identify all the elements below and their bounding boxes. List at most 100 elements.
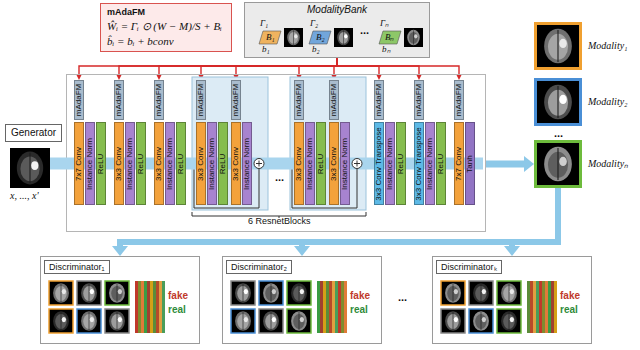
brain-midline (243, 312, 244, 330)
relu-layer: ReLU (396, 122, 406, 205)
bank-entry: ΓₙBₙbₙ (379, 19, 425, 57)
add-symbol (352, 159, 362, 169)
madafm-tab: mAdaFM (454, 80, 464, 120)
layer-name: Instance Norm (341, 137, 349, 189)
image-frame (259, 281, 283, 305)
sample-image (105, 281, 129, 305)
modality-label: Modality₁ (588, 40, 628, 52)
norm-layer: Instance Norm (340, 122, 350, 205)
relu-layer: ReLU (136, 122, 146, 205)
image-ground (537, 143, 579, 185)
score-stripe (527, 281, 530, 333)
brain-midline (89, 284, 90, 302)
image-ground (469, 309, 493, 333)
image-ground (537, 81, 579, 123)
score-stripe (156, 281, 159, 333)
image-ground (284, 28, 303, 47)
add-symbol (256, 161, 262, 167)
conv-layer: 7x7 Conv (454, 122, 464, 205)
image-frame (469, 281, 493, 305)
brain-outline (109, 283, 125, 303)
modulation-arrow (79, 58, 337, 74)
layer-name: Instance Norm (306, 137, 314, 189)
generator-label: Generator (5, 124, 62, 142)
image-frame (441, 281, 465, 305)
score-stripe (545, 281, 548, 333)
modality-label: Modalityₙ (588, 158, 628, 170)
modality-image: Modality₁ (534, 22, 582, 70)
brain-midline (30, 153, 31, 183)
modality-image: Modality₂ (534, 78, 582, 126)
image-frame (231, 309, 255, 333)
brain-outline (291, 311, 307, 331)
conv-layer: 3x3 Conv (294, 122, 304, 205)
madafm-tab: mAdaFM (329, 80, 339, 120)
lesion (62, 317, 66, 322)
sample-image (77, 309, 101, 333)
layer-name: mAdaFM (232, 84, 240, 116)
sample-image (231, 281, 255, 305)
brain-outline (473, 283, 489, 303)
layer-name: 3x3 Conv (115, 147, 123, 181)
layer-name: Instance Norm (243, 137, 251, 189)
conv-transpose-layer: 3x3 Conv Transpose (414, 122, 424, 205)
image-ground (469, 281, 493, 305)
brain-outline (235, 283, 251, 303)
layer-name: mAdaFM (415, 84, 423, 116)
layer-name: 3x3 Conv (330, 147, 338, 181)
image-frame (231, 281, 255, 305)
real-label: real (350, 304, 368, 316)
ellipsis: ... (275, 172, 284, 183)
lesion (510, 317, 514, 322)
score-stripe (320, 281, 323, 333)
generator-panel: mAdaFM7x7 ConvInstance NormReLUmAdaFM3x3… (66, 74, 486, 232)
add-symbol (354, 161, 360, 167)
score-stripe (329, 281, 332, 333)
conv-layer: 3x3 Conv (231, 122, 241, 205)
sample-image (259, 309, 283, 333)
brain-outline (501, 311, 517, 331)
lesion (272, 289, 276, 294)
modulation-arrow (337, 58, 459, 74)
image-ground (105, 309, 129, 333)
brain-image (537, 143, 579, 185)
norm-layer: Instance Norm (425, 122, 435, 205)
tanh-layer: Tanh (465, 122, 475, 205)
image-frame (49, 309, 73, 333)
lesion (300, 289, 304, 294)
image-frame (77, 309, 101, 333)
brain-midline (117, 312, 118, 330)
score-stripe (542, 281, 545, 333)
modality-label: Modality₂ (588, 96, 628, 108)
brain-outline (291, 283, 307, 303)
formula-box: mAdaFMŴᵢ = Γᵢ ⊙ (W − M)/S + Bᵢb̂ᵢ = bᵢ +… (100, 3, 232, 52)
score-stripe (323, 281, 326, 333)
layer-name: ReLU (437, 153, 445, 173)
brain-outline (287, 30, 300, 46)
brain-outline (337, 30, 350, 46)
brain-midline (299, 312, 300, 330)
image-frame (287, 309, 311, 333)
score-stripe (539, 281, 542, 333)
layer-name: 7x7 Conv (75, 147, 83, 181)
image-ground (231, 309, 255, 333)
formula: b̂ᵢ = bᵢ + bconv (107, 35, 174, 48)
norm-layer: Instance Norm (85, 122, 95, 205)
lesion (559, 157, 567, 166)
modulation-arrow (236, 58, 337, 74)
brain-outline (501, 283, 517, 303)
lesion (31, 161, 38, 170)
madafm-tab: mAdaFM (414, 80, 424, 120)
modulation-arrow (119, 58, 337, 74)
brain-outline (263, 311, 279, 331)
image-frame (497, 309, 521, 333)
thumbnail (284, 28, 303, 47)
lesion (414, 34, 417, 38)
shift-symbol: Bₙ (385, 33, 395, 43)
resnet-block (290, 77, 366, 210)
brain-midline (413, 30, 414, 44)
resnet-count: 6 ResnetBlocks (248, 217, 311, 226)
brain-midline (243, 284, 244, 302)
madafm-tab: mAdaFM (114, 80, 124, 120)
relu-layer: ReLU (176, 122, 186, 205)
